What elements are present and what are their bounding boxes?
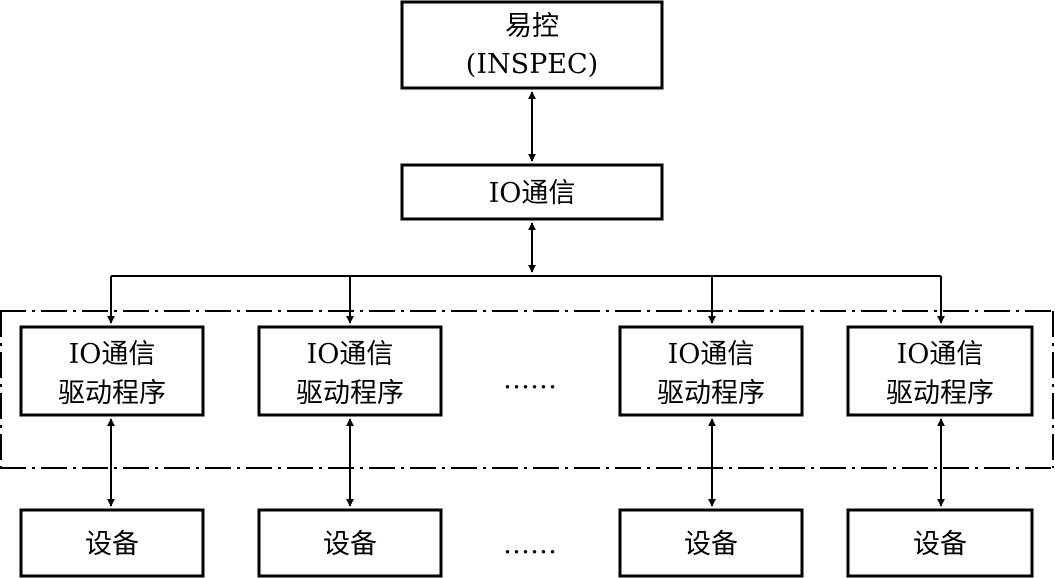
driver-box-2-line1: IO通信: [307, 339, 394, 370]
driver-box-2-line2: 驱动程序: [296, 378, 404, 409]
device-box-1-label: 设备: [85, 529, 139, 560]
driver-box-1-line1: IO通信: [69, 339, 156, 370]
driver-box-4-line1: IO通信: [897, 339, 984, 370]
inspec-box: 易控 (INSPEC): [400, 0, 664, 90]
device-box-2-label: 设备: [323, 529, 377, 560]
io-comm-box: IO通信: [400, 163, 664, 221]
device-box-2: 设备: [257, 508, 443, 578]
device-box-4: 设备: [846, 508, 1034, 578]
driver-box-3-line2: 驱动程序: [657, 378, 765, 409]
io-comm-label: IO通信: [489, 178, 576, 209]
driver-ellipsis: ……: [503, 364, 557, 395]
driver-box-4-line2: 驱动程序: [886, 378, 994, 409]
device-box-4-label: 设备: [913, 529, 967, 560]
inspec-box-title: 易控: [505, 11, 559, 42]
device-box-1: 设备: [19, 508, 205, 578]
driver-box-4: IO通信 驱动程序: [846, 325, 1034, 417]
inspec-box-subtitle: (INSPEC): [466, 49, 598, 80]
driver-box-2: IO通信 驱动程序: [257, 325, 443, 417]
device-box-3: 设备: [618, 508, 804, 578]
driver-group-frame: [0, 310, 1055, 469]
driver-box-3-line1: IO通信: [668, 339, 755, 370]
driver-box-3: IO通信 驱动程序: [618, 325, 804, 417]
driver-box-1-line2: 驱动程序: [58, 378, 166, 409]
device-ellipsis: ……: [503, 529, 557, 560]
device-box-3-label: 设备: [684, 529, 738, 560]
driver-box-1: IO通信 驱动程序: [19, 325, 205, 417]
